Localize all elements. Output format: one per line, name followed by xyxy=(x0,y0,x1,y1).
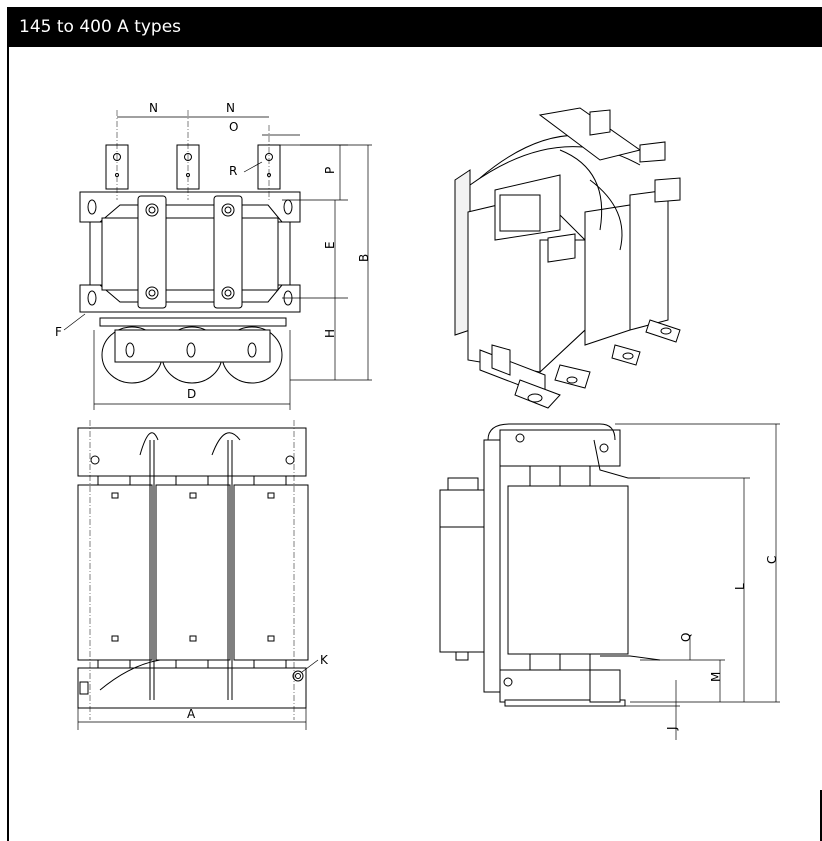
dim-label-o: O xyxy=(229,120,238,134)
dim-label-b: B xyxy=(357,254,371,262)
dim-label-d: D xyxy=(187,387,196,401)
frame-border-left xyxy=(7,47,9,841)
frame-border-right xyxy=(820,790,822,841)
dim-label-c: C xyxy=(765,556,779,564)
dim-label-l: L xyxy=(733,583,747,590)
side-view xyxy=(439,423,661,707)
dim-label-f: F xyxy=(55,325,62,339)
dim-label-r: R xyxy=(229,164,237,178)
dim-label-q: Q xyxy=(679,633,693,642)
front-view xyxy=(79,110,301,384)
dim-label-p: P xyxy=(323,167,337,174)
dim-label-k: K xyxy=(320,653,329,667)
page-title: 145 to 400 A types xyxy=(7,7,822,47)
isometric-view xyxy=(454,107,681,409)
dim-label-e: E xyxy=(323,241,337,249)
dim-label-m: M xyxy=(709,672,723,682)
dim-label-n2: N xyxy=(226,101,235,115)
terminal-tabs xyxy=(105,144,281,190)
dim-label-h: H xyxy=(323,329,337,338)
front-view-dimensions xyxy=(63,116,372,410)
dim-label-n1: N xyxy=(149,101,158,115)
side-view-dimensions xyxy=(615,423,780,740)
bottom-front-view xyxy=(77,420,309,720)
bottom-front-dimensions xyxy=(77,659,319,730)
dim-label-j: J xyxy=(665,726,679,731)
dim-label-a: A xyxy=(187,707,196,721)
